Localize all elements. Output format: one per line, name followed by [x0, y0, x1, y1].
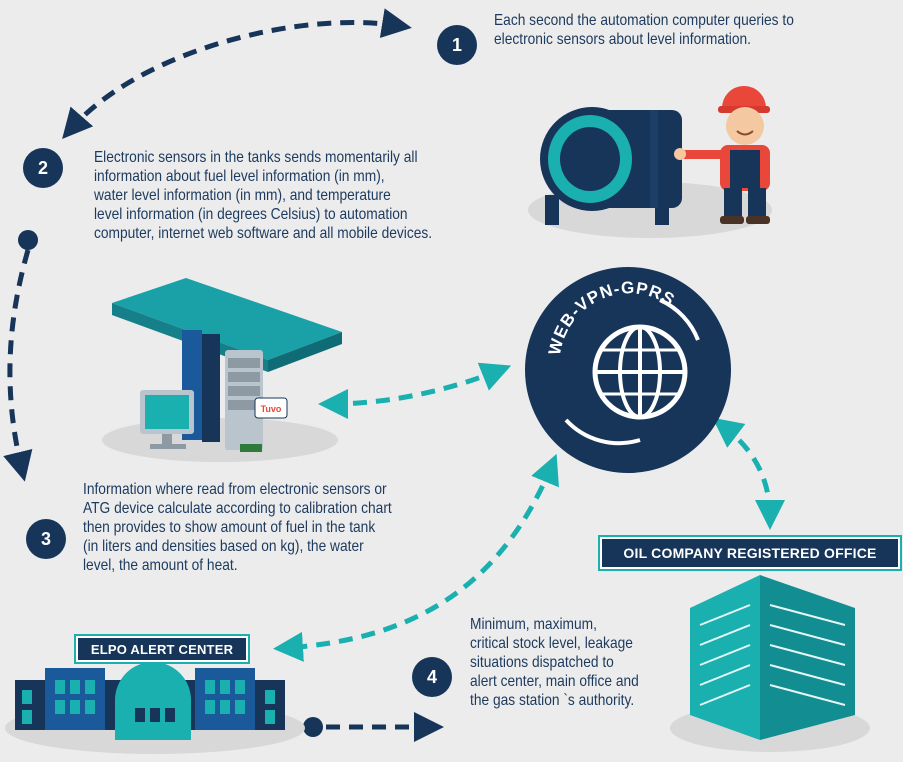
arrow-hub-alert: [273, 453, 559, 662]
step-3-text: Information where read from electronic s…: [83, 481, 392, 574]
arrow-alert-origin-dot: [303, 717, 323, 737]
step-4-text: Minimum, maximum, critical stock level, …: [470, 616, 639, 709]
alert-center-label: ELPO ALERT CENTER: [76, 636, 248, 662]
tank-illustration: [528, 107, 772, 238]
office-label: OIL COMPANY REGISTERED OFFICE: [600, 537, 900, 569]
step-2-text: Electronic sensors in the tanks sends mo…: [94, 149, 433, 242]
device-brand-label: Tuvo: [261, 404, 282, 414]
step-2-badge: 2: [23, 148, 63, 188]
arrow-station-hub: [318, 362, 512, 419]
step-1-badge: 1: [437, 25, 477, 65]
step-4-badge: 4: [412, 657, 452, 697]
alert-center-illustration: [5, 662, 305, 754]
worker-illustration: [674, 86, 770, 224]
arrow-hub-office: [712, 417, 785, 530]
arrow-step2-to-step3: [3, 249, 33, 482]
gas-station-illustration: [102, 278, 342, 462]
network-hub: [525, 267, 731, 473]
arrow-step1-to-step2: [62, 8, 412, 140]
step-3-badge: 3: [26, 519, 66, 559]
arrow-step2-origin-dot: [18, 230, 38, 250]
office-building-illustration: [670, 575, 870, 752]
step-1-text: Each second the automation computer quer…: [494, 12, 794, 48]
